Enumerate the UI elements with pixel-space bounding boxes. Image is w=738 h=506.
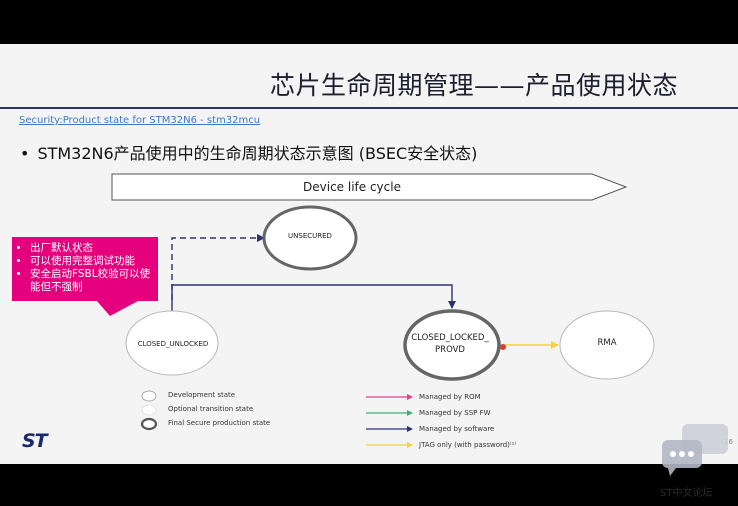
legend-development-symbol: [141, 390, 157, 402]
slide: 芯片生命周期管理——产品使用状态 Security:Product state …: [0, 44, 738, 464]
title-divider: [0, 107, 738, 109]
state-label-closed-locked: CLOSED_LOCKED_ PROVD: [404, 332, 496, 356]
factory-default-callout: 出厂默认状态 可以使用完整调试功能 安全启动FSBL校验可以使能但不强制: [12, 237, 158, 301]
callout-item: 安全启动FSBL校验可以使能但不强制: [30, 268, 152, 294]
state-closed-unlocked: [125, 310, 219, 376]
state-closed-locked-provd: [403, 309, 501, 381]
state-label-unsecured: UNSECURED: [288, 232, 332, 240]
legend-software-label: Managed by software: [419, 425, 495, 433]
jtag-point: [500, 344, 506, 350]
callout-pointer: [96, 300, 140, 316]
product-state-link[interactable]: Security:Product state for STM32N6 - stm…: [19, 115, 261, 126]
watermark-text: ST中文论坛: [660, 488, 713, 499]
bullet-text: STM32N6产品使用中的生命周期状态示意图 (BSEC安全状态): [37, 144, 478, 163]
state-label-closed-unlocked: CLOSED_UNLOCKED: [137, 340, 209, 348]
state-unsecured: [262, 205, 358, 271]
legend-ssp-label: Managed by SSP FW: [419, 409, 491, 417]
legend-optional-label: Optional transition state: [168, 405, 254, 413]
bullet-line: • STM32N6产品使用中的生命周期状态示意图 (BSEC安全状态): [20, 140, 477, 164]
state-rma: [559, 310, 655, 380]
st-logo: ST: [22, 430, 48, 452]
page-number: 16: [724, 438, 733, 446]
lifecycle-diagram: [96, 173, 655, 448]
bullet-dot-icon: •: [20, 144, 30, 163]
state-label-closed-locked-line2: PROVD: [435, 345, 465, 355]
legend-final-symbol: [140, 417, 158, 431]
state-label-rma: RMA: [597, 338, 617, 348]
state-label-closed-locked-line1: CLOSED_LOCKED_: [411, 333, 489, 343]
lifecycle-arrow-shape: [111, 173, 628, 201]
lifecycle-label: Device life cycle: [303, 180, 401, 194]
dashed-transition-to-unsecured: [171, 234, 265, 300]
legend-development-label: Development state: [168, 391, 236, 399]
slide-title: 芯片生命周期管理——产品使用状态: [270, 71, 679, 100]
legend-optional-symbol: [141, 404, 157, 416]
legend-rom-label: Managed by ROM: [419, 393, 481, 401]
legend-final-label: Final Secure production state: [168, 419, 271, 427]
transition-to-closed-locked: [171, 284, 456, 318]
legend-jtag-label: JTAG only (with password)⁽¹⁾: [419, 441, 517, 449]
chat-watermark-icon: [662, 424, 728, 476]
callout-item: 可以使用完整调试功能: [30, 255, 152, 268]
callout-item: 出厂默认状态: [30, 242, 152, 255]
